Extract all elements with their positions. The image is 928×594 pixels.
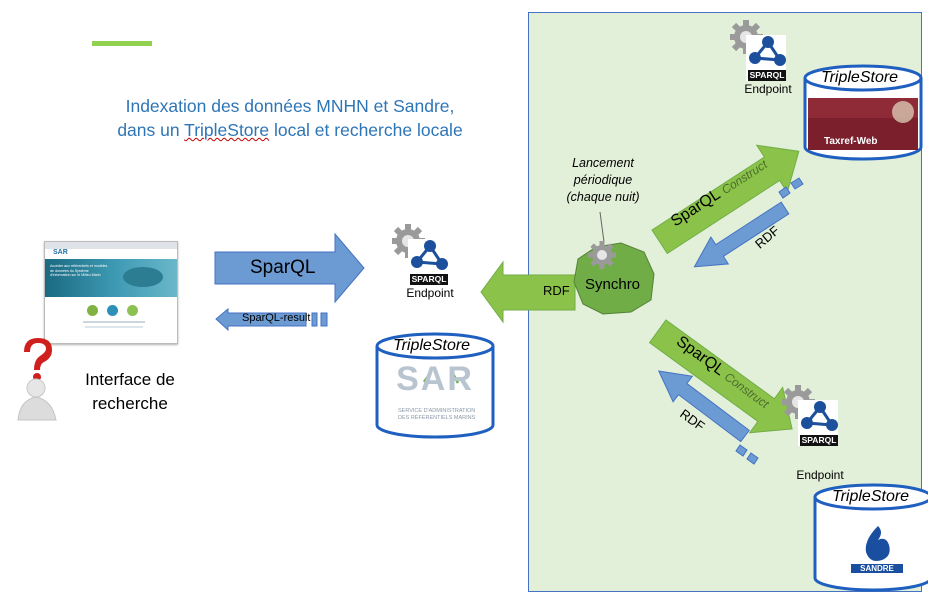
thumb-icon-1 bbox=[87, 305, 98, 316]
sparql-result-label: SparQL-result bbox=[242, 312, 311, 324]
synchro-label: Synchro bbox=[585, 276, 641, 293]
title-line-2-end: local et recherche locale bbox=[269, 120, 463, 140]
triplestore-taxref-label: TripleStore bbox=[821, 69, 899, 86]
sparql-result-arrow bbox=[215, 307, 328, 332]
sparql-request-label: SparQL bbox=[250, 257, 316, 278]
local-sparql-endpoint: SPARQL Endpoint bbox=[392, 224, 464, 312]
schedule-line-1: Lancement bbox=[572, 156, 634, 170]
rdf-bottom-arrow bbox=[657, 370, 750, 443]
construct-bottom-dots bbox=[735, 444, 759, 465]
triplestore-local-cylinder bbox=[375, 332, 495, 439]
rdf-load-arrow bbox=[480, 260, 576, 324]
sandre-endpoint-label: Endpoint bbox=[796, 468, 844, 482]
title-line-1: Indexation des données MNHN et Sandre, bbox=[125, 96, 455, 116]
title-triplestore-word: TripleStore bbox=[184, 120, 270, 140]
page-title: Indexation des données MNHN et Sandre, d… bbox=[60, 94, 520, 142]
triplestore-sandre-label: TripleStore bbox=[832, 488, 910, 505]
rdf-left-label: RDF bbox=[543, 283, 570, 298]
thumb-logo: SAR bbox=[53, 249, 68, 256]
thumb-icon-2 bbox=[107, 305, 118, 316]
taxref-logo-image bbox=[808, 98, 918, 150]
sandre-logo-image bbox=[851, 519, 903, 573]
sparql-logo-text: SPARQL bbox=[749, 70, 785, 80]
sar-logo-sub-2: DES RÉFÉRENTIELS MARINS bbox=[398, 415, 476, 421]
sar-logo-image bbox=[422, 371, 460, 384]
sparql-logo-icon bbox=[798, 400, 838, 446]
sparql-logo-text: SPARQL bbox=[411, 274, 447, 284]
rdf-top-arrow bbox=[693, 201, 790, 268]
thumb-icon-3 bbox=[127, 305, 138, 316]
sparql-logo-icon bbox=[408, 239, 448, 285]
sparql-logo-icon bbox=[746, 35, 786, 81]
taxref-sparql-endpoint: SPARQL Endpoint bbox=[730, 20, 802, 108]
question-person-icon bbox=[17, 338, 57, 421]
title-line-2-start: dans un bbox=[117, 120, 185, 140]
thumb-tagline: Accéder aux référentiels et modèles de d… bbox=[50, 264, 108, 278]
sparql-logo-text: SPARQL bbox=[801, 435, 837, 445]
sandre-sparql-endpoint: SPARQL Endpoint bbox=[782, 385, 854, 485]
interface-label-line-1: Interface de bbox=[85, 370, 175, 389]
sparql-request-arrow bbox=[214, 232, 365, 304]
sandre-logo-text: SANDRE bbox=[860, 564, 894, 573]
sparql-construct-bottom-arrow bbox=[648, 319, 793, 434]
synchro-gear-icon bbox=[588, 241, 616, 269]
sparql-construct-top-arrow bbox=[651, 144, 800, 255]
taxref-logo-text: Taxref-Web bbox=[824, 136, 878, 147]
accent-line bbox=[92, 41, 152, 46]
interface-label-line-2: recherche bbox=[92, 394, 168, 413]
schedule-line-3: (chaque nuit) bbox=[566, 190, 640, 204]
taxref-endpoint-label: Endpoint bbox=[744, 82, 792, 96]
interface-label: Interface de recherche bbox=[60, 368, 200, 416]
sar-logo-sub-1: SERVICE D'ADMINISTRATION bbox=[398, 408, 476, 414]
local-endpoint-label: Endpoint bbox=[406, 286, 454, 300]
schedule-line-2: périodique bbox=[573, 173, 633, 187]
schedule-pointer bbox=[599, 211, 605, 243]
construct-top-dots bbox=[778, 177, 804, 199]
interface-screenshot: SAR Accéder aux référentiels et modèles … bbox=[44, 241, 178, 344]
sar-logo-text: SAR bbox=[396, 360, 474, 398]
triplestore-local-label: TripleStore bbox=[393, 337, 471, 354]
synchro-schedule-note: Lancement périodique (chaque nuit) bbox=[548, 155, 658, 206]
title-line-2: dans un TripleStore local et recherche l… bbox=[60, 118, 520, 142]
